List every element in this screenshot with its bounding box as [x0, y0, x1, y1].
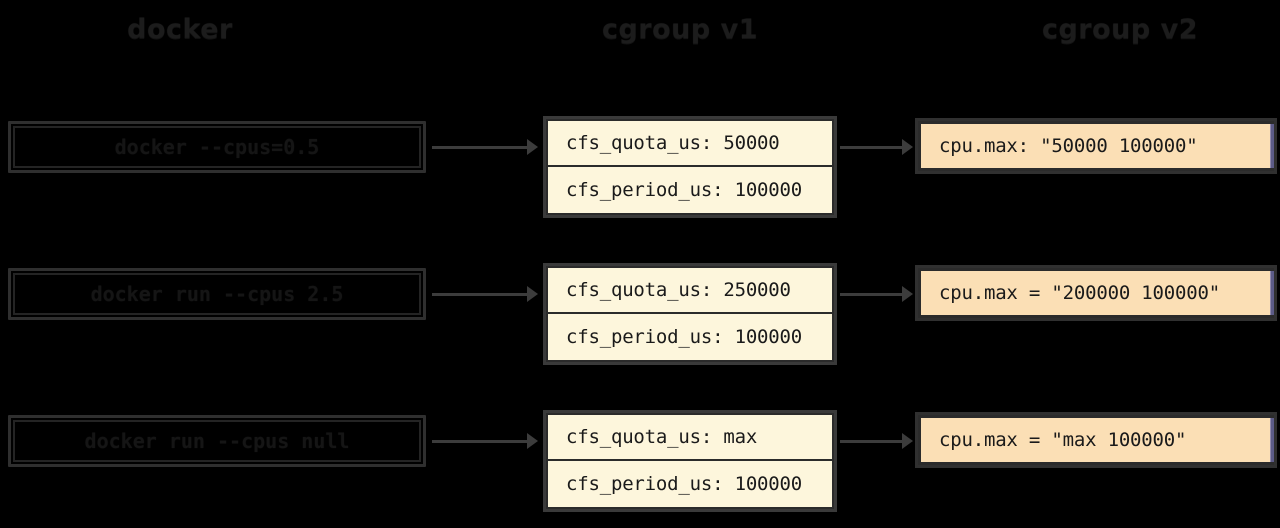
arrow-shaft-icon	[432, 293, 529, 296]
left-node-label-row-3: docker run --cpus null	[84, 429, 350, 453]
middle-cell-quota-row-3: cfs_quota_us: max	[546, 413, 834, 461]
left-node-row-3: docker run --cpus null	[8, 415, 426, 467]
middle-cell-period-row-3: cfs_period_us: 100000	[546, 461, 834, 509]
arrow-shaft-icon	[432, 146, 529, 149]
right-node-row-3: cpu.max = "max 100000"	[915, 412, 1277, 468]
arrow-shaft-icon	[432, 440, 529, 443]
right-node-row-2: cpu.max = "200000 100000"	[915, 265, 1277, 321]
column-header-middle: cgroup v1	[601, 14, 759, 45]
arrow-middle-to-right-row-1	[840, 136, 916, 158]
left-node-inner-row-3: docker run --cpus null	[13, 420, 421, 462]
arrow-left-to-middle-row-3	[432, 430, 540, 452]
edge-artifact-row-2	[1270, 271, 1274, 315]
middle-cell-quota-row-2: cfs_quota_us: 250000	[546, 266, 834, 314]
arrow-head-icon	[527, 139, 538, 155]
middle-cell-period-row-2: cfs_period_us: 100000	[546, 314, 834, 362]
arrow-head-icon	[902, 139, 913, 155]
arrow-head-icon	[902, 286, 913, 302]
left-node-row-2: docker run --cpus 2.5	[8, 268, 426, 320]
left-node-label-row-2: docker run --cpus 2.5	[90, 282, 344, 306]
middle-node-row-1: cfs_quota_us: 50000 cfs_period_us: 10000…	[543, 116, 837, 218]
middle-node-row-3: cfs_quota_us: max cfs_period_us: 100000	[543, 410, 837, 512]
middle-node-row-2: cfs_quota_us: 250000 cfs_period_us: 1000…	[543, 263, 837, 365]
left-node-inner-row-1: docker --cpus=0.5	[13, 126, 421, 168]
right-node-row-1: cpu.max: "50000 100000"	[915, 118, 1277, 174]
arrow-head-icon	[527, 433, 538, 449]
column-header-right: cgroup v2	[1041, 14, 1199, 45]
left-node-row-1: docker --cpus=0.5	[8, 121, 426, 173]
arrow-left-to-middle-row-2	[432, 283, 540, 305]
arrow-middle-to-right-row-2	[840, 283, 916, 305]
middle-cell-quota-row-1: cfs_quota_us: 50000	[546, 119, 834, 167]
left-node-label-row-1: docker --cpus=0.5	[114, 135, 320, 159]
edge-artifact-row-3	[1270, 418, 1274, 462]
edge-artifact-row-1	[1270, 124, 1274, 168]
middle-cell-period-row-1: cfs_period_us: 100000	[546, 167, 834, 215]
arrow-left-to-middle-row-1	[432, 136, 540, 158]
arrow-shaft-icon	[840, 440, 904, 443]
column-header-left: docker	[127, 14, 233, 45]
arrow-shaft-icon	[840, 293, 904, 296]
arrow-head-icon	[527, 286, 538, 302]
arrow-shaft-icon	[840, 146, 904, 149]
left-node-inner-row-2: docker run --cpus 2.5	[13, 273, 421, 315]
arrow-middle-to-right-row-3	[840, 430, 916, 452]
arrow-head-icon	[902, 433, 913, 449]
